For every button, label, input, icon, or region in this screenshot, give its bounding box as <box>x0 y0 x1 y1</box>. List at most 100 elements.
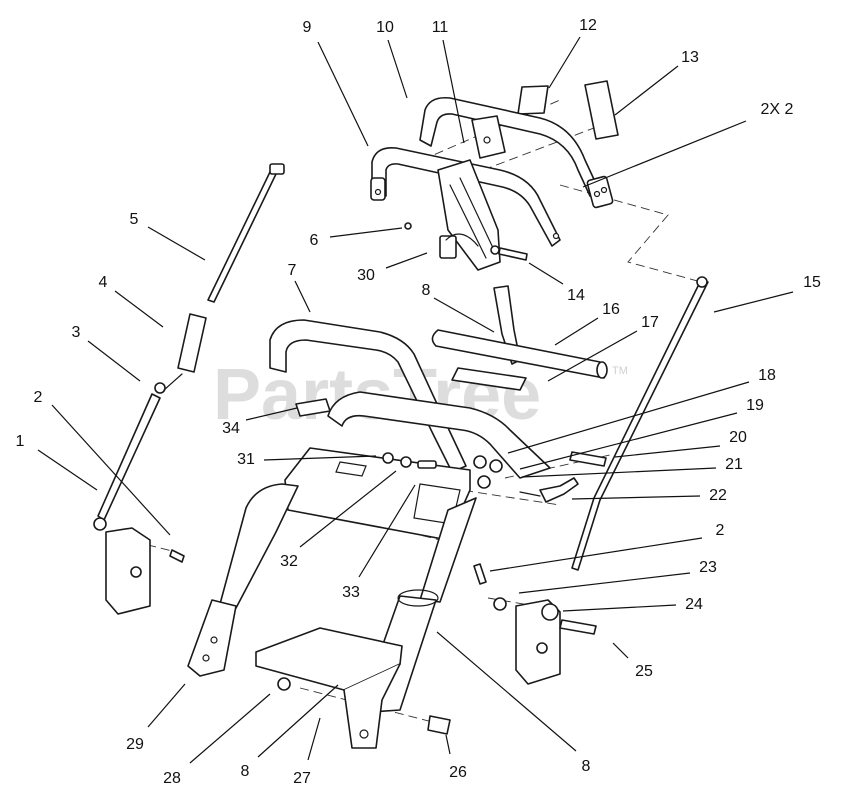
callout-label-c29: 29 <box>126 736 144 753</box>
leader-line-c2b <box>489 537 703 572</box>
pin-part-20 <box>569 451 607 467</box>
nut-part-31 <box>382 452 394 464</box>
callout-label-c31: 31 <box>237 451 255 468</box>
nut-part-3 <box>154 382 166 394</box>
washer-part-32 <box>400 456 412 468</box>
leader-line-c8b <box>436 631 577 752</box>
callout-label-c8a: 8 <box>422 282 431 299</box>
leader-line-c6 <box>329 227 403 238</box>
leader-line-c7 <box>294 280 311 313</box>
callout-label-c2b: 2 <box>716 522 725 539</box>
callout-label-c28: 28 <box>163 770 181 787</box>
callout-label-c27: 27 <box>293 770 311 787</box>
pivot-part-24 <box>541 603 559 621</box>
callout-label-c6: 6 <box>310 232 319 249</box>
leader-line-c9 <box>317 41 369 147</box>
leader-line-c17 <box>547 330 638 382</box>
callout-label-c17: 17 <box>641 314 659 331</box>
bolt-part-25 <box>559 619 597 635</box>
callout-label-c13: 13 <box>681 49 699 66</box>
callout-label-c23: 23 <box>699 559 717 576</box>
leader-line-c30 <box>385 252 428 269</box>
plate-part-17 <box>451 367 527 391</box>
callout-label-c24: 24 <box>685 596 703 613</box>
callout-label-c14: 14 <box>567 287 585 304</box>
leader-line-c33 <box>358 484 416 578</box>
leader-line-c15 <box>713 291 794 313</box>
callout-label-c30: 30 <box>357 267 375 284</box>
callout-label-c2a: 2 <box>34 389 43 406</box>
leader-line-c28 <box>189 693 271 764</box>
cable-rod-part-5 <box>207 171 277 303</box>
threaded-rod-part-3 <box>97 393 161 521</box>
leader-line-c5 <box>147 226 206 261</box>
callout-label-c2x2: 2X 2 <box>761 101 794 118</box>
bushing-part-21 <box>477 475 491 489</box>
leader-line-c18 <box>507 381 750 454</box>
leader-line-c2x2 <box>582 120 747 188</box>
callout-label-c34: 34 <box>222 420 240 437</box>
rod-end-part-5 <box>269 163 285 175</box>
leader-line-c24 <box>562 604 677 612</box>
adjuster-part-4 <box>177 313 207 373</box>
leader-line-c19 <box>519 412 738 470</box>
leader-line-c20 <box>614 445 721 458</box>
frame-leg-right-part-8 <box>419 497 477 603</box>
frame-leg-left-part-29 <box>219 483 299 609</box>
control-housing <box>437 159 501 271</box>
leader-line-c31 <box>263 455 377 461</box>
cotter-pin-right-part-2 <box>473 563 487 585</box>
washer-part-19 <box>489 459 503 473</box>
cotter-pin-left-part-2 <box>169 549 185 563</box>
leader-line-c23 <box>518 572 691 594</box>
leader-line-c11 <box>442 39 465 144</box>
nut-part-28 <box>277 677 291 691</box>
decal-part-13 <box>584 80 619 140</box>
leader-line-c10 <box>387 39 408 99</box>
clip-part-22 <box>539 477 579 503</box>
screw-part-6 <box>404 222 412 230</box>
callout-label-c32: 32 <box>280 553 298 570</box>
callout-label-c15: 15 <box>803 274 821 291</box>
callout-label-c25: 25 <box>635 663 653 680</box>
callout-label-c10: 10 <box>376 19 394 36</box>
callout-label-c21: 21 <box>725 456 743 473</box>
callout-leaders <box>37 36 794 764</box>
callout-label-c8b: 8 <box>582 758 591 775</box>
callout-label-c7: 7 <box>288 262 297 279</box>
mount-plate-right <box>515 599 561 685</box>
leader-line-c29 <box>147 683 186 728</box>
switch-part-30 <box>439 235 457 259</box>
leader-line-c21 <box>521 467 717 478</box>
callout-label-c16: 16 <box>602 301 620 318</box>
callout-label-c20: 20 <box>729 429 747 446</box>
leader-line-c34 <box>245 407 298 421</box>
leader-line-c27 <box>307 717 321 761</box>
callout-label-c4: 4 <box>99 274 108 291</box>
leader-line-c8c <box>257 684 339 758</box>
leader-line-c8a <box>433 297 495 333</box>
washer-part-18 <box>473 455 487 469</box>
watermark-trademark: TM <box>612 365 628 377</box>
leader-line-c2a <box>51 404 171 536</box>
leader-line-c26 <box>445 734 451 755</box>
leader-line-c4 <box>114 290 164 328</box>
leader-line-c14 <box>528 262 564 285</box>
leader-line-c12 <box>548 36 581 89</box>
control-panel-tray <box>284 447 471 541</box>
callout-label-c11: 11 <box>432 19 449 36</box>
leader-line-c16 <box>554 317 599 346</box>
leader-line-c1 <box>37 449 98 491</box>
bolt-part-14 <box>498 247 528 261</box>
callout-label-c9: 9 <box>303 19 312 36</box>
upper-frame-tube <box>327 391 551 479</box>
callout-label-c1: 1 <box>16 433 25 450</box>
callout-label-c22: 22 <box>709 487 727 504</box>
callout-label-c19: 19 <box>746 397 764 414</box>
callout-label-c18: 18 <box>758 367 776 384</box>
callout-label-c33: 33 <box>342 584 360 601</box>
handle-end-bracket <box>586 175 614 209</box>
